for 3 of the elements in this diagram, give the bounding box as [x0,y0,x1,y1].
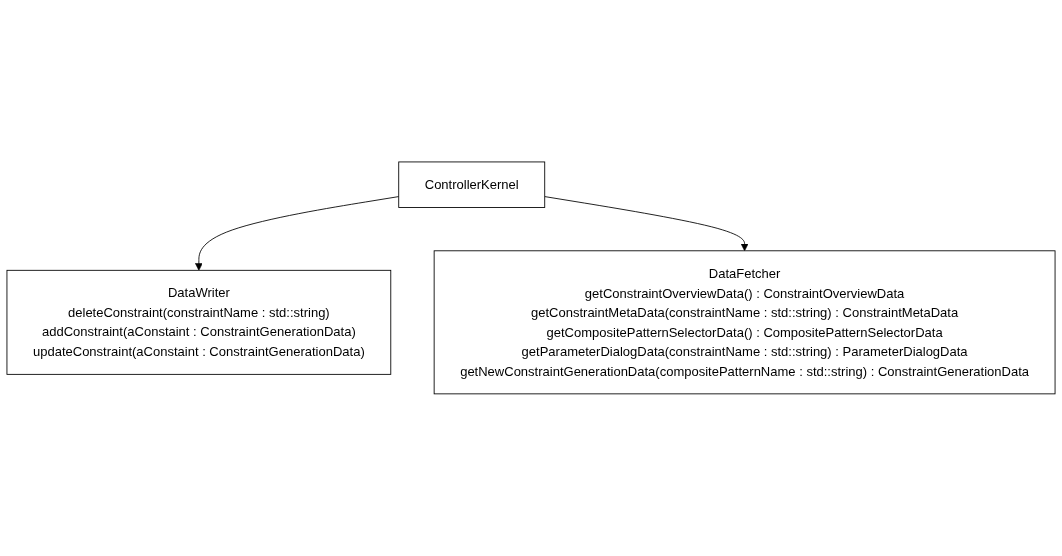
node-box: ControllerKernel [398,161,546,208]
node-box: DataWriter deleteConstraint(constraintName : std::string) addConstraint(aConstaint : ConstraintGenerationData) updateConstraint(aConstaint : ConstraintGenerationData) [6,269,392,375]
node-box: DataFetcher getConstraintOverviewData() : ConstraintOverviewData getConstraintMetaData(constraintName : std::string) : ConstraintMetaData getCompositePatternSelectorData() : CompositePatternSelectorData getParameterDialogData(constraintName : std::string) : ParameterDialogData getNewConstraintGenerationData(compositePatternName : std::string) : ConstraintGenerationData [433,250,1056,395]
